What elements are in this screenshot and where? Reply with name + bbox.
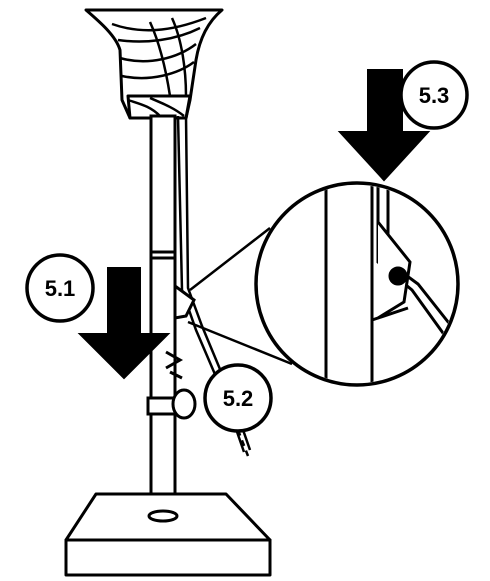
tilt-bracket <box>173 283 196 320</box>
step-badge-5-3: 5.3 <box>399 60 469 130</box>
arrow-5-1 <box>77 267 171 380</box>
pole-clamp <box>146 350 197 420</box>
step-badge-5-1: 5.1 <box>25 253 95 323</box>
detail-callout <box>187 181 460 387</box>
detail-pin-icon <box>388 266 408 286</box>
umbrella-canopy <box>84 8 224 120</box>
step-label-5-2: 5.2 <box>223 386 254 411</box>
step-label-5-3: 5.3 <box>419 83 450 108</box>
detail-circle <box>254 181 460 387</box>
umbrella-pole <box>149 114 177 520</box>
step-label-5-1: 5.1 <box>45 276 76 301</box>
down-arrow-icon <box>337 69 431 182</box>
step-badge-5-2: 5.2 <box>203 363 273 433</box>
arrow-5-3 <box>337 69 431 182</box>
down-arrow-icon <box>77 267 171 380</box>
umbrella-base <box>64 492 272 577</box>
